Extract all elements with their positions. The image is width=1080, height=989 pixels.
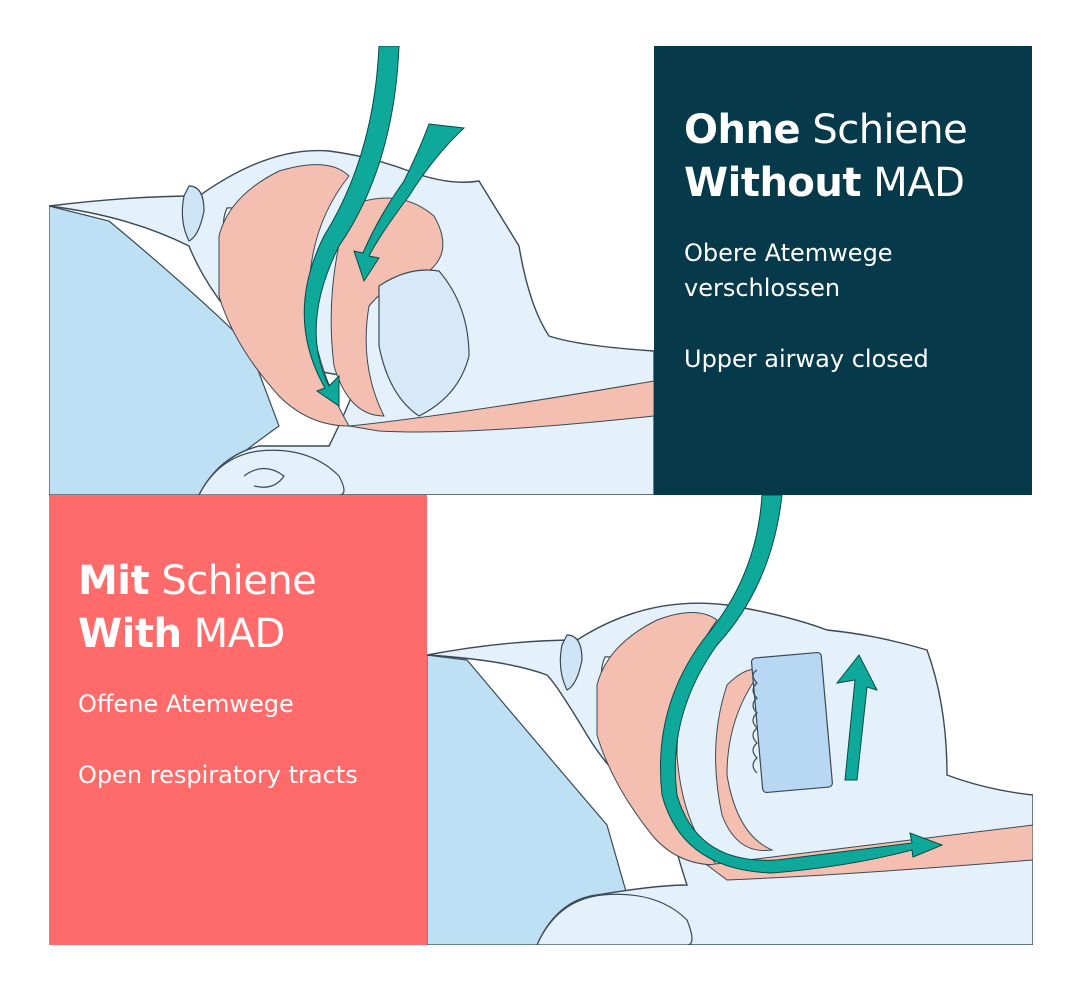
airflow-arrow-open [659,495,944,874]
ear [559,634,583,691]
collar [198,449,345,495]
airflow-arrow-nose [303,46,400,407]
info-box-with-mad: Mit Schiene With MAD Offene Atemwege Ope… [49,495,427,945]
windpipe [348,380,654,433]
headline-with-mad: Mit Schiene With MAD [78,555,427,661]
jaw-forward-arrow [835,654,878,781]
info-box-without-mad: Ohne Schiene Without MAD Obere Atemwege v… [654,46,1032,495]
mad-device [750,651,833,794]
collar [536,893,693,945]
description-with-mad: Offene Atemwege Open respiratory tracts [78,687,427,793]
german-description-line2: verschlossen [684,274,841,302]
teeth [752,669,758,774]
headline-line1-light: Schiene [161,558,317,604]
headline-line2-light: MAD [193,611,286,657]
lower-jaw [378,269,470,417]
german-description-line1: Obere Atemwege [684,239,893,267]
german-description: Offene Atemwege [78,690,294,718]
illustration-without-mad [49,46,654,495]
description-without-mad: Obere Atemwege verschlossen Upper airway … [684,236,1032,377]
headline-line1-bold: Mit [78,558,150,604]
headline-line2-light: MAD [873,160,965,206]
headline-line1-light: Schiene [812,107,968,153]
ear [181,185,205,242]
headline-line1-bold: Ohne [684,107,801,153]
english-description: Open respiratory tracts [78,761,358,789]
headline-line2-bold: Without [684,160,862,206]
english-description: Upper airway closed [684,345,929,373]
headline-line2-bold: With [78,611,182,657]
headline-without-mad: Ohne Schiene Without MAD [684,104,1032,210]
airflow-arrow-mouth [353,123,466,283]
illustration-with-mad [427,495,1033,945]
